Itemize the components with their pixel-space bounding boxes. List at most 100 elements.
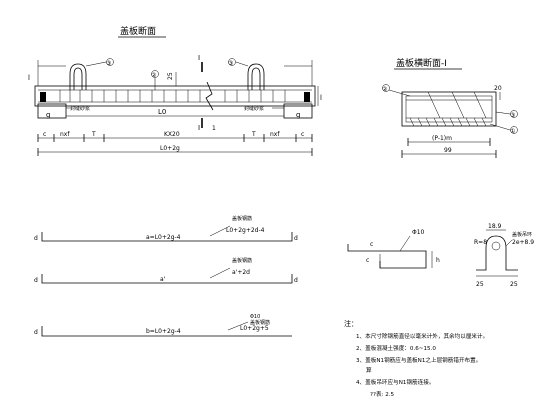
lifting-ring-foot-left: 25 [476, 281, 484, 288]
note-item-1: 1、本尺寸除钢筋直径以毫米计外，其余均以厘米计。 [356, 332, 488, 340]
bar-a-tag: 盖板钢筋 [232, 215, 252, 222]
cross-slab-outline [401, 91, 497, 127]
cross-vertical-bars [427, 91, 487, 119]
bar-b-tag: 盖板钢筋 [250, 319, 270, 326]
sealing-right: 封缝砂浆 [244, 105, 264, 112]
note-extra-2: ??表: 2.5 [370, 390, 395, 398]
hook-phi: Φ10 [412, 229, 425, 236]
callout-2-circle [151, 70, 159, 78]
bar-a-prime-line [41, 274, 293, 284]
cross-slab-inner [405, 95, 493, 123]
right-support [283, 103, 313, 119]
callout-3-left-leader [85, 61, 107, 67]
sealing-left: 封缝砂浆 [70, 105, 90, 112]
lifting-ring-radius: R=8 [474, 239, 487, 246]
cross-dim-99: 99 [444, 147, 452, 154]
lifting-ring-foot-right: 25 [510, 281, 518, 288]
right-bearing-pad [304, 92, 310, 102]
bar-a-note: L0+2g+2d-4 [226, 227, 265, 234]
note-extra-1: 算 [366, 366, 372, 374]
lifting-ring-line [476, 235, 518, 271]
hook-line [347, 244, 427, 269]
bar-a-d-right: d [294, 235, 298, 242]
bar-b-note: L0+2g+5 [240, 325, 269, 332]
bar-b-shape: d b=L0+2g-4 Φ10 盖板钢筋 L0+2g+5 [34, 314, 292, 337]
bar-a-prime-d-right: d [294, 277, 298, 284]
hook-phi-leader [399, 235, 411, 252]
bar-b-tag-leader [227, 321, 249, 331]
bottom-kx20: KX20 [164, 131, 180, 138]
lifting-ring-tag: 盖板吊环 [512, 231, 532, 238]
slab-outline [34, 85, 316, 107]
hook-c2: c [366, 257, 369, 264]
hook-shape: Φ10 c c h [347, 229, 440, 269]
label-g-right: g [296, 111, 300, 119]
cross-hatch [409, 117, 487, 127]
cross-section-title: 盖板横断面-Ⅰ [396, 57, 447, 69]
label-l0: L0 [158, 108, 166, 116]
bar-a-shape: d d a=L0+2g-4 盖板钢筋 L0+2g+2d-4 [34, 215, 298, 242]
right-lifting-ring-inner [251, 67, 261, 90]
bottom-total: L0+2g [160, 145, 180, 152]
lifting-ring-tag-leader [505, 239, 513, 247]
bar-a-prime-note: a'+2d [232, 269, 250, 276]
bar-a-prime-tag-leader [209, 267, 231, 279]
cross-callout-3-leader [495, 111, 511, 115]
cross-dim-p: (P-1)m [432, 135, 452, 142]
note-item-3: 3、盖板N1钢筋应与盖板N1之上层钢筋错开布置。 [356, 356, 481, 364]
bar-a-prime-tag: 盖板钢筋 [232, 257, 252, 264]
bottom-nxf-left: nxf [60, 131, 70, 138]
callout-3-left: ③ [106, 60, 111, 67]
hook-h: h [436, 257, 440, 264]
cross-callout-1: ① [510, 128, 515, 135]
bar-a-d-left: d [34, 235, 38, 242]
dim-1: 1 [212, 125, 216, 132]
break-symbol [205, 81, 214, 111]
bottom-t-left: T [91, 131, 96, 138]
lifting-ring-shape: 18.9 R=8 盖板吊环 2e+8.9 25 25 [474, 223, 534, 288]
dim-25: 25 [167, 72, 174, 80]
callout-3-left-circle [106, 58, 114, 66]
cross-callout-1-circle [510, 126, 518, 134]
label-l-left: l [28, 74, 30, 82]
cross-callout-3: ③ [510, 112, 515, 119]
left-lifting-ring-inner [73, 67, 83, 90]
section-i-top: I [198, 54, 200, 62]
note-item-2: 2、盖板混凝土强度：0.6~15.0 [356, 344, 436, 352]
main-section-title: 盖板断面 [120, 25, 156, 37]
cross-callout-1-leader [489, 123, 511, 131]
bar-b-formula: b=L0+2g-4 [146, 328, 181, 335]
cross-callout-2-leader [388, 89, 411, 97]
bar-a-tag-leader [209, 225, 231, 237]
lifting-ring-center [491, 241, 501, 251]
bar-a-prime-shape: d d a' 盖板钢筋 a'+2d [34, 257, 298, 284]
slab-stirrups [59, 90, 286, 102]
callout-3-right-circle [228, 58, 236, 66]
label-l-right: l [320, 94, 322, 102]
bottom-t-right: T [251, 131, 256, 138]
left-bearing-pad [40, 92, 46, 102]
cross-callout-2: ② [382, 86, 388, 93]
left-support [37, 103, 67, 119]
callout-3-right-leader [235, 61, 249, 67]
notes-block: 注： 1、本尺寸除钢筋直径以毫米计外，其余均以厘米计。 2、盖板混凝土强度：0.… [344, 319, 488, 398]
cross-section: 盖板横断面-Ⅰ ② ③ ① [382, 57, 518, 158]
main-section: 盖板断面 [28, 25, 322, 156]
bar-a-formula: a=L0+2g-4 [146, 234, 181, 241]
callout-2: ② [151, 72, 157, 79]
bar-b-phi: Φ10 [250, 314, 260, 320]
bottom-c-left: c [43, 131, 46, 138]
bar-a-prime-formula: a' [160, 276, 166, 283]
label-g-left: g [46, 111, 50, 119]
bottom-c-right: c [301, 131, 304, 138]
callout-3-right: ③ [228, 60, 233, 67]
lifting-ring-note: 2e+8.9 [512, 239, 534, 246]
bar-a-prime-d-left: d [34, 277, 38, 284]
cross-callout-2-circle [382, 84, 390, 92]
notes-heading: 注： [344, 319, 358, 328]
bottom-nxf-right: nxf [270, 131, 280, 138]
right-lifting-ring [247, 63, 265, 90]
cross-dim-20: 20 [494, 85, 502, 92]
left-lifting-ring [69, 63, 87, 90]
